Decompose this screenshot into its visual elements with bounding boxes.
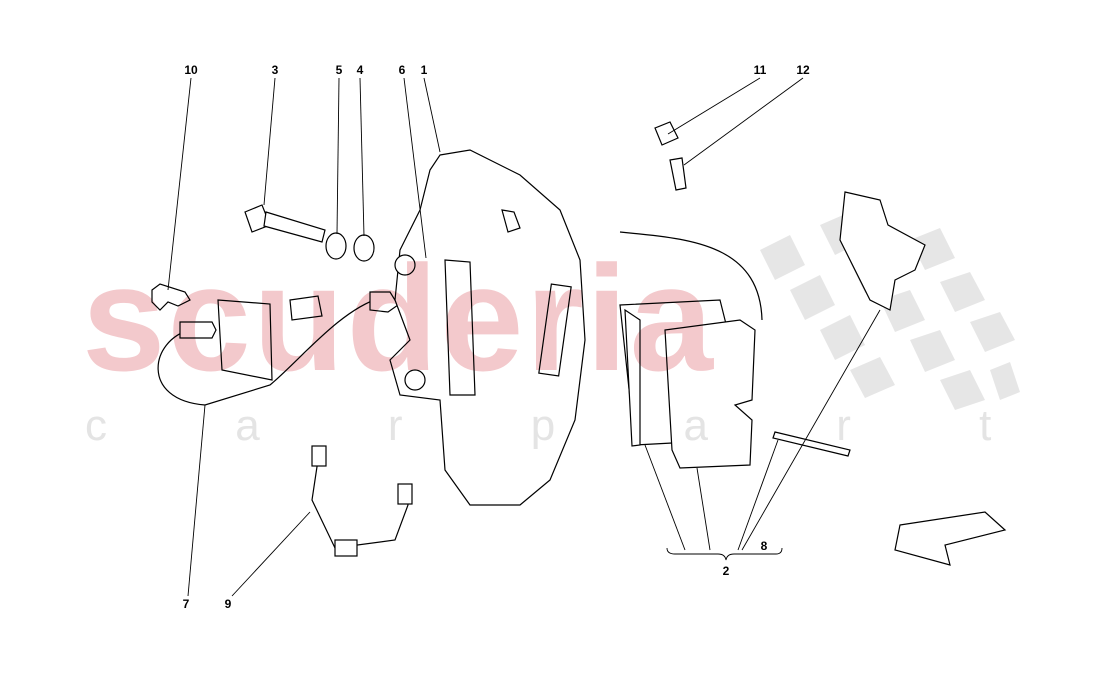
callout-10: 10 [184,63,198,77]
part-12-bleeder-screw [669,157,687,191]
part-1-caliper [389,149,586,506]
callout-2: 2 [723,564,730,578]
callout-6: 6 [399,63,406,77]
leader-lines [167,77,881,597]
direction-arrow-icon [894,511,1007,566]
part-7-brake-hose [157,291,399,406]
part-10-clip [151,283,191,311]
part-spring-clip [839,191,926,311]
callout-7: 7 [183,597,190,611]
part-3-bolt [244,204,326,243]
watermark-sub: c a r p a r t s [85,401,1100,450]
callout-12: 12 [796,63,810,77]
callout-3: 3 [272,63,279,77]
part-11-bleeder-cap [654,121,679,146]
part-5-washer [325,232,347,260]
callout-8: 8 [761,539,768,553]
part-4-washer [353,234,375,262]
callout-1: 1 [421,63,428,77]
part-8-pin [772,431,851,457]
callout-9: 9 [225,597,232,611]
callout-5: 5 [336,63,343,77]
callout-4: 4 [357,63,364,77]
callout-11: 11 [754,63,767,77]
part-9-brake-pipe [311,445,413,557]
part-2-brake-pads [619,231,763,469]
